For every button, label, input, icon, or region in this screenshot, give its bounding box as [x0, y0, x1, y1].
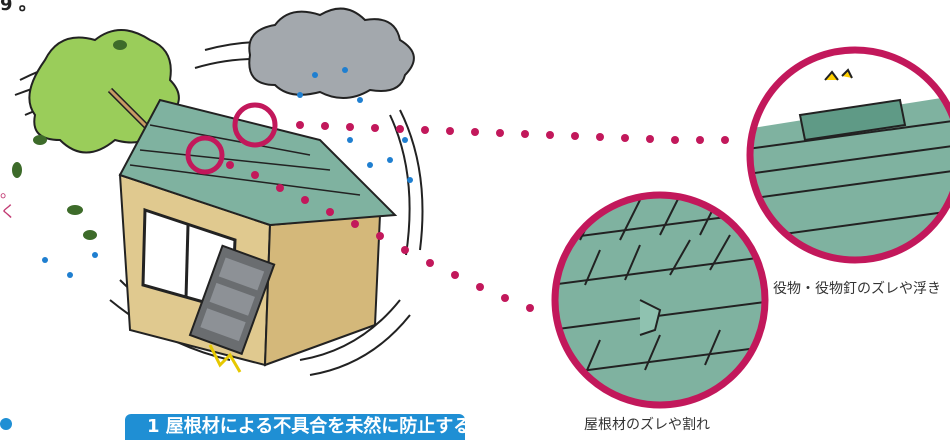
detail-circle-tiles [551, 191, 769, 409]
leader-dots-top [296, 121, 729, 144]
top-text-fragment: 9 。 [0, 0, 37, 15]
roof-highlight-2 [185, 135, 225, 175]
storm-cloud [248, 7, 415, 99]
storm-house-illustration [12, 7, 950, 409]
house [118, 98, 398, 373]
left-tick-mark: く [0, 202, 17, 221]
detail-circle-ridge [746, 46, 950, 264]
caption-tiles: 屋根材のズレや割れ [584, 417, 710, 433]
leader-dots-bottom [226, 161, 534, 312]
caption-ridge: 役物・役物釘のズレや浮き [773, 281, 941, 297]
tree [12, 29, 180, 240]
left-circle-mark: 。 [0, 182, 17, 201]
roof-highlight-1 [232, 102, 278, 148]
section-banner: 1 屋根材による不具合を未然に防止する [125, 414, 465, 440]
section-bullet-icon [0, 418, 12, 430]
